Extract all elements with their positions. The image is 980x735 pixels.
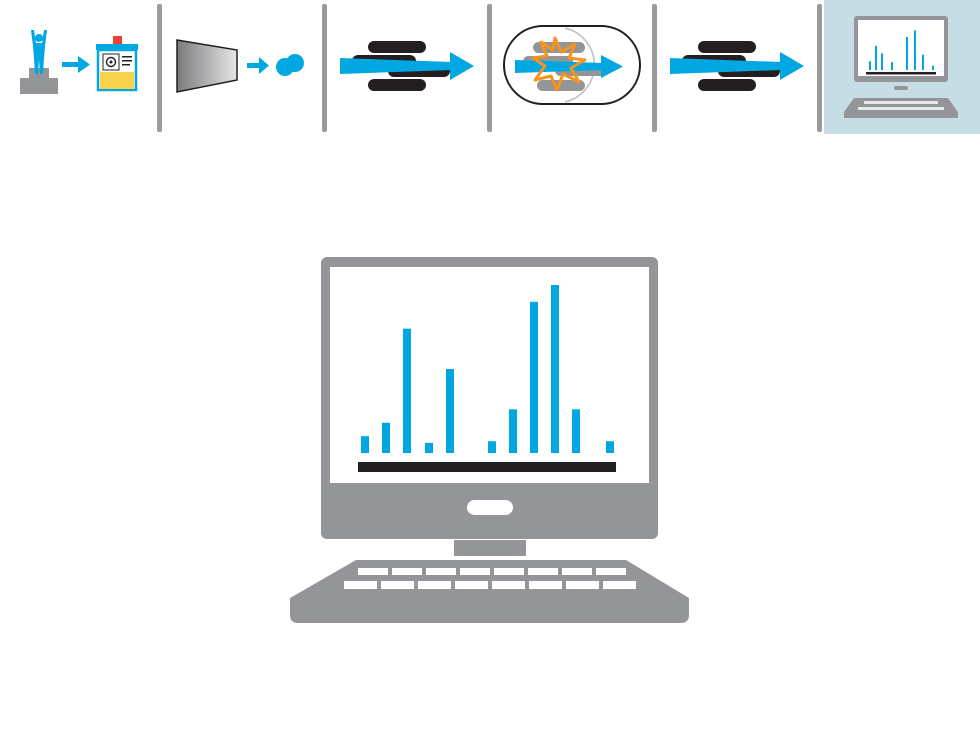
keyboard-key [562,568,592,575]
keyboard-key [596,568,626,575]
keyboard-key [494,568,524,575]
mini-spectrum-peak [869,61,871,70]
step-mass-analyzer [658,0,816,136]
chromatography-separation-icon [340,41,474,91]
mini-spectrum-peak [906,37,908,70]
step-sample-collection [0,0,158,136]
keyboard-key [426,568,456,575]
laptop-keyboard-base [290,560,689,623]
spectrum-peak [509,409,517,453]
keyboard-key [603,581,636,589]
mini-spectrum [869,30,934,70]
collision-cell-fragmentation-icon [503,25,641,105]
mass-analyzer-icon [670,41,804,91]
keyboard-keys [344,568,636,589]
laptop-hinge [454,540,526,556]
mini-spectrum-peak [875,45,877,70]
keyboard-key [529,581,562,589]
arrow-right-icon [247,57,269,74]
step-divider [322,4,327,132]
keyboard-key [492,581,525,589]
keyboard-key [392,568,422,575]
mini-spectrum-peak [932,65,934,70]
spectrum-peak [530,301,538,453]
step-divider [157,4,162,132]
collision-flash-icon [531,36,587,92]
step-divider [817,4,822,132]
sample-preparation-icon [176,39,238,93]
keyboard-key [358,568,388,575]
spectrum-peak [425,442,433,453]
laptop-icon [290,257,689,623]
spectrum-peak [361,436,369,453]
keyboard-key [460,568,490,575]
mini-spectrum-peak [922,54,924,70]
computer-data-analysis-icon [844,16,958,118]
droplet-icon [276,54,304,76]
sample-cup-icon [96,36,138,92]
spectrum-baseline [358,462,616,472]
spectrum-peak [606,441,614,453]
step-data-analysis-active [824,0,980,134]
keyboard-key [455,581,488,589]
mini-spectrum-peak [914,30,916,70]
step-sample-preparation [163,0,321,136]
arrow-right-icon [62,56,90,73]
mini-spectrum-peak [881,53,883,70]
step-collision-cell [493,0,651,136]
step-divider [487,4,492,132]
workflow-strip [0,0,980,140]
keyboard-key [418,581,451,589]
webcam-button [467,500,513,515]
keyboard-key [381,581,414,589]
laptop-mass-spectrum [286,250,696,630]
spectrum-peak [572,409,580,453]
athlete-on-podium-icon [20,30,58,94]
keyboard-key [528,568,558,575]
spectrum-peaks [361,285,614,453]
spectrum-peak [403,328,411,453]
spectrum-peak [488,441,496,453]
keyboard-key [344,581,377,589]
mini-spectrum-peak [891,62,893,70]
keyboard-key [566,581,599,589]
spectrum-peak [446,369,454,453]
spectrum-peak [382,422,390,453]
spectrum-peak [551,285,559,453]
step-divider [652,4,657,132]
step-chromatography [328,0,486,136]
